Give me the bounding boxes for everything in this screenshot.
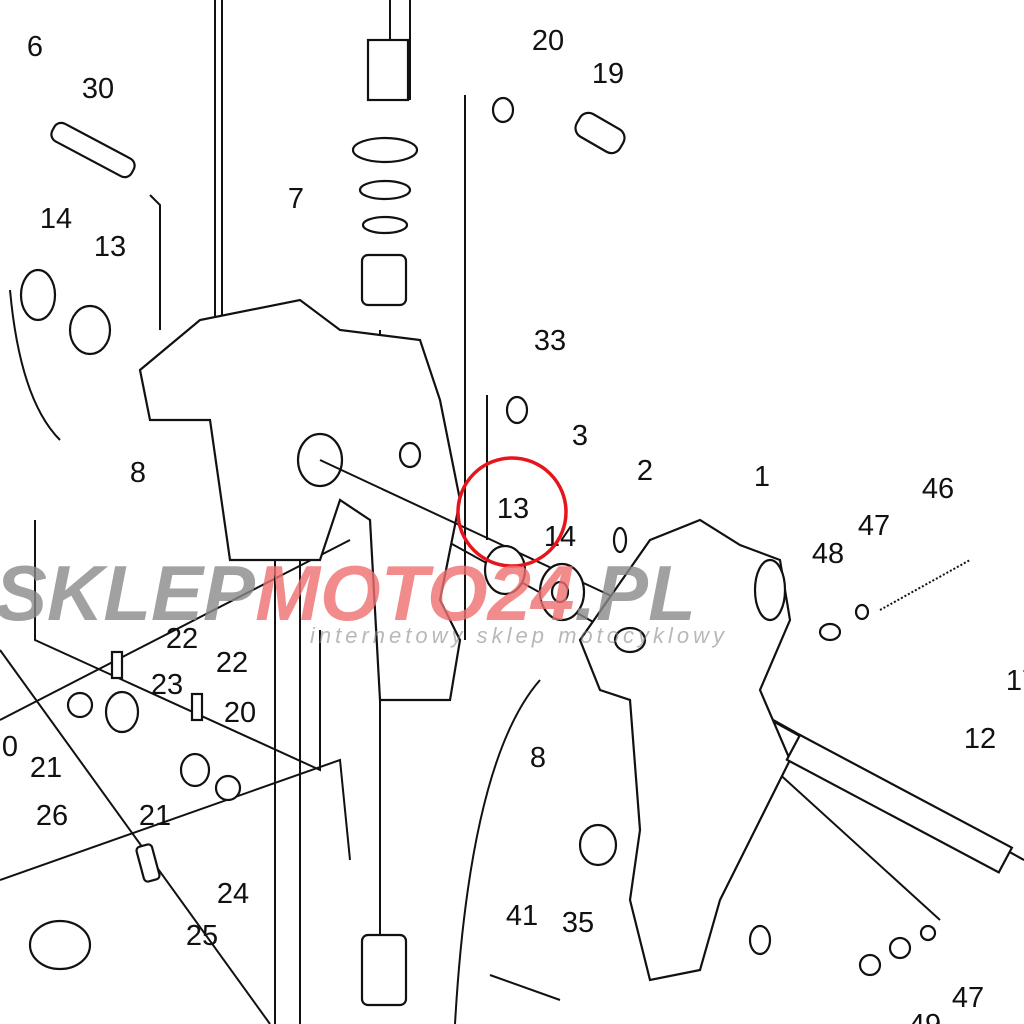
callout: 12 [964, 723, 996, 755]
callout: 23 [151, 669, 183, 701]
callout-labels: 6 30 20 19 7 14 13 33 3 2 1 46 47 48 13 … [2, 25, 1024, 1024]
callout: 8 [530, 742, 546, 774]
callout: 47 [858, 510, 890, 542]
watermark-tail: .PL [574, 549, 695, 637]
callout-highlighted: 13 [497, 493, 529, 525]
callout: 22 [216, 647, 248, 679]
callout: 21 [30, 752, 62, 784]
callout: 22 [166, 623, 198, 655]
callout: 41 [506, 900, 538, 932]
steering-shaft [351, 38, 419, 1007]
callout: 14 [40, 203, 72, 235]
watermark-tagline: internetowy sklep motocyklowy [310, 623, 728, 648]
callout: 0 [2, 731, 18, 763]
callout: 6 [27, 31, 43, 63]
clamp-bracket [578, 518, 792, 982]
callout: 24 [217, 878, 249, 910]
highlight-circle [456, 456, 568, 568]
watermark-red: MOTO24 [255, 549, 574, 637]
callout: 17 [1006, 665, 1024, 697]
callout: 25 [186, 920, 218, 952]
svg-text:SKLEPMOTO24.PL: SKLEPMOTO24.PL [0, 549, 696, 637]
callout: 26 [36, 800, 68, 832]
callout: 47 [952, 982, 984, 1014]
watermark-gray: SKLEP [0, 549, 256, 637]
callout: 8 [130, 457, 146, 489]
callout: 19 [592, 58, 624, 90]
callout: 30 [82, 73, 114, 105]
callout: 7 [288, 183, 304, 215]
watermark: SKLEPMOTO24.PL internetowy sklep motocyk… [0, 549, 728, 648]
callout: 48 [812, 538, 844, 570]
callout: 20 [224, 697, 256, 729]
callout: 46 [922, 473, 954, 505]
callout: 20 [532, 25, 564, 57]
callout: 13 [94, 231, 126, 263]
callout: 49 [909, 1009, 941, 1024]
callout: 1 [754, 461, 770, 493]
callout: 21 [139, 800, 171, 832]
callout: 35 [562, 907, 594, 939]
callout: 3 [572, 420, 588, 452]
callout: 33 [534, 325, 566, 357]
callout: 2 [637, 455, 653, 487]
small-parts [19, 96, 1014, 1001]
